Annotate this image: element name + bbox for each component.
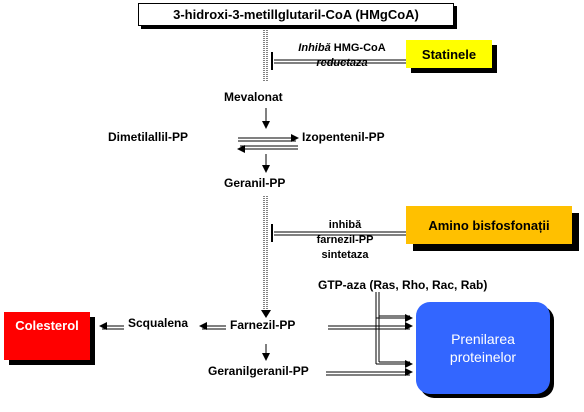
fps-enzyme-name-2: sintetaza xyxy=(321,249,369,261)
statine-box: Statinele xyxy=(406,40,492,68)
colesterol-box: Colesterol xyxy=(4,312,90,360)
fps-enzyme-name-1: farnezil-PP xyxy=(316,234,374,246)
hmgcoa-node: 3-hidroxi-3-metillglutaril-CoA (HMgCoA) xyxy=(138,3,454,26)
prenilarea-proteinelor-box: Prenilarea proteinelor xyxy=(416,302,550,394)
gtpaza-node: GTP-aza (Ras, Rho, Rac, Rab) xyxy=(318,278,488,292)
geranil-node: Geranil-PP xyxy=(224,176,286,190)
farnezil-node: Farnezil-PP xyxy=(230,318,296,332)
geranilgeranil-node: Geranilgeranil-PP xyxy=(208,364,309,378)
farnezil-pp-sintetaza-label: inhibă farnezil-PP sintetaza xyxy=(290,218,400,263)
mevalonat-node: Mevalonat xyxy=(224,90,283,104)
hmg-enzyme-name-1: HMG-CoA xyxy=(333,42,386,54)
amino-bisfosfonati-box: Amino bisfosfonații xyxy=(406,206,572,244)
fps-inhibits-text: inhibă xyxy=(328,219,362,231)
hmg-coa-reductaza-label: Inhibă HMG-CoA reductaza xyxy=(286,41,398,71)
izopentenil-node: Izopentenil-PP xyxy=(302,130,385,144)
scqualena-node: Scqualena xyxy=(128,316,189,330)
dimetilalil-node: Dimetilallil-PP xyxy=(108,130,189,144)
hmg-inhibits-text: Inhibă xyxy=(298,42,331,54)
prenilarea-line-1: Prenilarea xyxy=(451,331,515,347)
prenilarea-line-2: proteinelor xyxy=(449,349,517,365)
hmg-enzyme-name-2: reductaza xyxy=(316,57,368,69)
